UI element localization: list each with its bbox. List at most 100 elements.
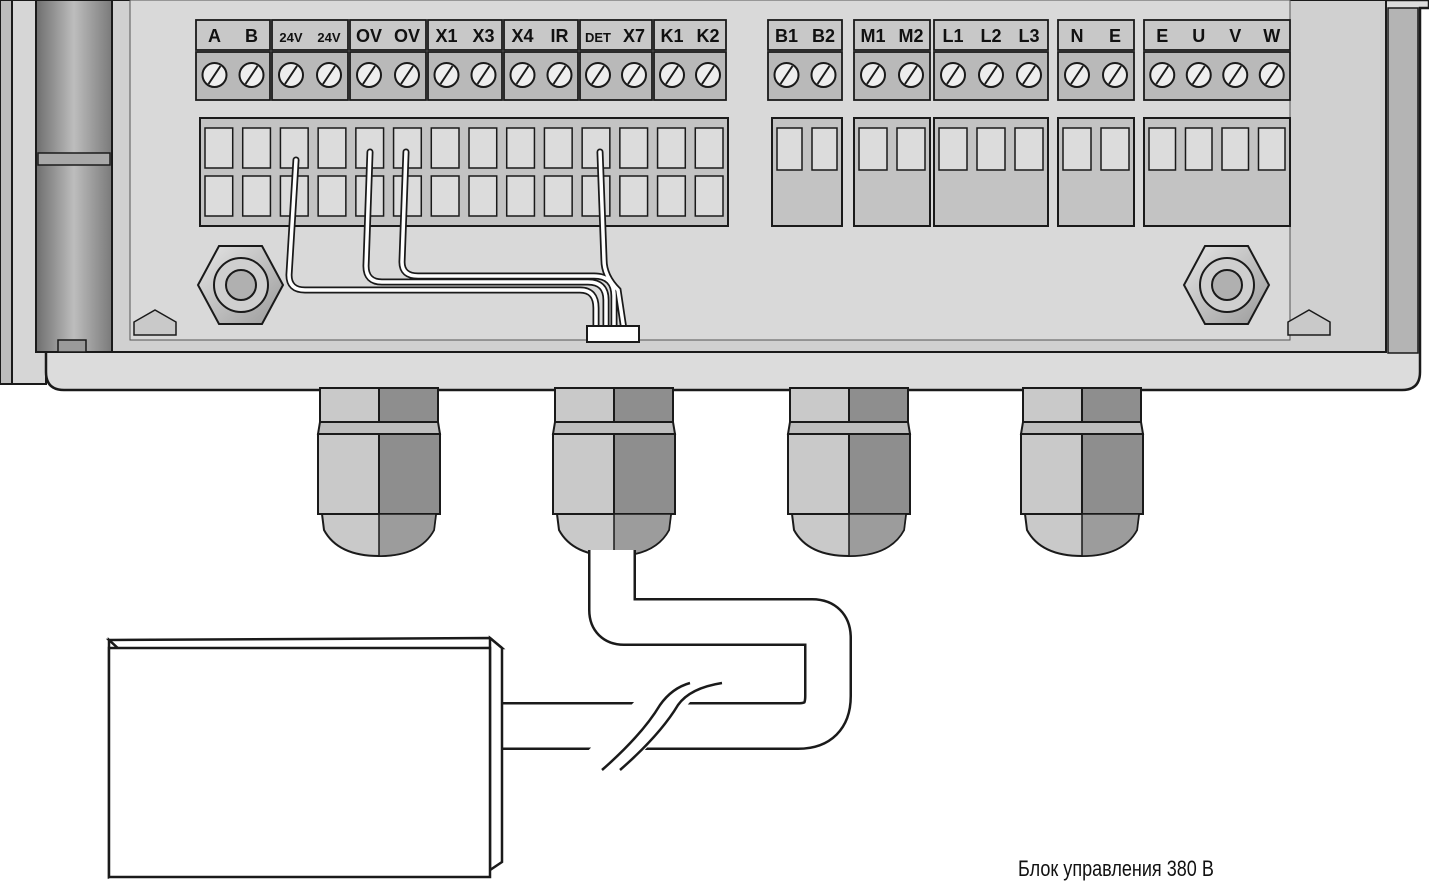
socket-cell	[241, 175, 272, 217]
socket-cell	[619, 127, 649, 169]
terminal-label-strip	[195, 19, 271, 51]
terminal-label: E	[1109, 26, 1121, 46]
screw-icon[interactable]	[773, 62, 800, 88]
socket-cell	[811, 127, 838, 171]
terminal-label: X1	[435, 26, 457, 46]
cable-gland	[1019, 387, 1145, 558]
terminal-label: L3	[1018, 26, 1039, 46]
terminal-label-strip	[427, 19, 503, 51]
terminal-label: K1	[660, 26, 683, 46]
socket-cell	[896, 127, 926, 171]
socket-cell	[505, 127, 536, 169]
screw-icon[interactable]	[659, 62, 685, 88]
terminal-label: U	[1192, 26, 1205, 46]
screw-icon[interactable]	[394, 62, 420, 88]
terminal-label-strip	[349, 19, 427, 51]
terminal-label-strip	[933, 19, 1049, 51]
connector-sockets	[199, 117, 1291, 227]
screw-icon[interactable]	[585, 62, 611, 88]
screw-icon[interactable]	[238, 62, 265, 88]
screw-icon[interactable]	[1222, 62, 1249, 88]
terminal-label: 24V	[279, 30, 302, 45]
socket-cell	[581, 175, 611, 217]
screw-icon[interactable]	[1185, 62, 1212, 88]
terminal-label-strip	[271, 19, 349, 51]
socket-cell	[656, 175, 687, 217]
terminal-group-24v: 24V 24V	[271, 19, 349, 101]
cable-glands	[316, 387, 1145, 558]
terminal-label: DET	[585, 30, 611, 45]
screw-icon[interactable]	[978, 62, 1004, 88]
socket-cell	[317, 127, 347, 169]
terminal-label: X7	[623, 26, 645, 46]
screw-icon[interactable]	[356, 62, 382, 88]
terminal-label: L2	[980, 26, 1001, 46]
screw-icon[interactable]	[201, 62, 228, 88]
socket-cell	[241, 127, 272, 169]
terminal-label: 24V	[317, 30, 340, 45]
screw-icon[interactable]	[316, 62, 342, 88]
corner-boss-right	[1287, 309, 1331, 336]
screw-icon[interactable]	[1149, 62, 1176, 88]
socket-cell	[430, 175, 460, 217]
terminal-label: K2	[696, 26, 719, 46]
screw-icon[interactable]	[1016, 62, 1042, 88]
terminal-label: L1	[942, 26, 963, 46]
screw-icon[interactable]	[1064, 62, 1090, 88]
socket-cell	[581, 127, 611, 169]
socket-cell	[619, 175, 649, 217]
terminal-label-strip	[767, 19, 843, 51]
socket-cell	[656, 127, 687, 169]
cable-entry-block	[586, 325, 640, 343]
screw-icon[interactable]	[695, 62, 721, 88]
cable-gland	[551, 387, 677, 558]
socket-cell	[1221, 127, 1250, 171]
socket-cell	[543, 127, 573, 169]
screw-icon[interactable]	[621, 62, 647, 88]
screw-icon[interactable]	[470, 62, 497, 88]
terminal-label: A	[208, 26, 221, 46]
screw-icon[interactable]	[278, 62, 304, 88]
screw-icon[interactable]	[546, 62, 573, 88]
terminal-group-k1k2: K1 K2	[653, 19, 727, 101]
mounting-nut-left	[196, 245, 285, 325]
terminal-label-strip	[1057, 19, 1135, 51]
screw-icon[interactable]	[1102, 62, 1128, 88]
screw-icon[interactable]	[860, 62, 886, 88]
socket-cell	[204, 175, 234, 217]
socket-cell	[858, 127, 888, 171]
screw-icon[interactable]	[898, 62, 924, 88]
screw-icon[interactable]	[940, 62, 966, 88]
socket-cell	[938, 127, 968, 171]
socket-cell	[430, 127, 460, 169]
terminal-label: B2	[812, 26, 835, 46]
terminal-label: M1	[860, 26, 885, 46]
socket-cell	[317, 175, 347, 217]
screw-icon[interactable]	[433, 62, 460, 88]
screw-icon[interactable]	[810, 62, 837, 88]
screw-icon[interactable]	[1258, 62, 1285, 88]
socket-cell	[1184, 127, 1213, 171]
hinge	[35, 0, 113, 353]
terminal-label: IR	[551, 26, 569, 46]
terminal-label-strip	[503, 19, 579, 51]
socket-cell	[776, 127, 803, 171]
terminal-label: M2	[898, 26, 923, 46]
terminal-label: V	[1229, 26, 1241, 46]
socket-cell	[694, 175, 724, 217]
external-device-box	[105, 635, 506, 880]
terminal-label: B	[245, 26, 258, 46]
socket-cell	[505, 175, 536, 217]
socket-cell	[1257, 127, 1286, 171]
cable-gland	[786, 387, 912, 558]
socket-cell	[1062, 127, 1092, 171]
terminal-label: W	[1263, 26, 1280, 46]
screw-icon[interactable]	[509, 62, 536, 88]
socket-cell	[1014, 127, 1044, 171]
terminal-group-l123: L1 L2 L3	[933, 19, 1049, 101]
terminal-label-strip	[579, 19, 653, 51]
